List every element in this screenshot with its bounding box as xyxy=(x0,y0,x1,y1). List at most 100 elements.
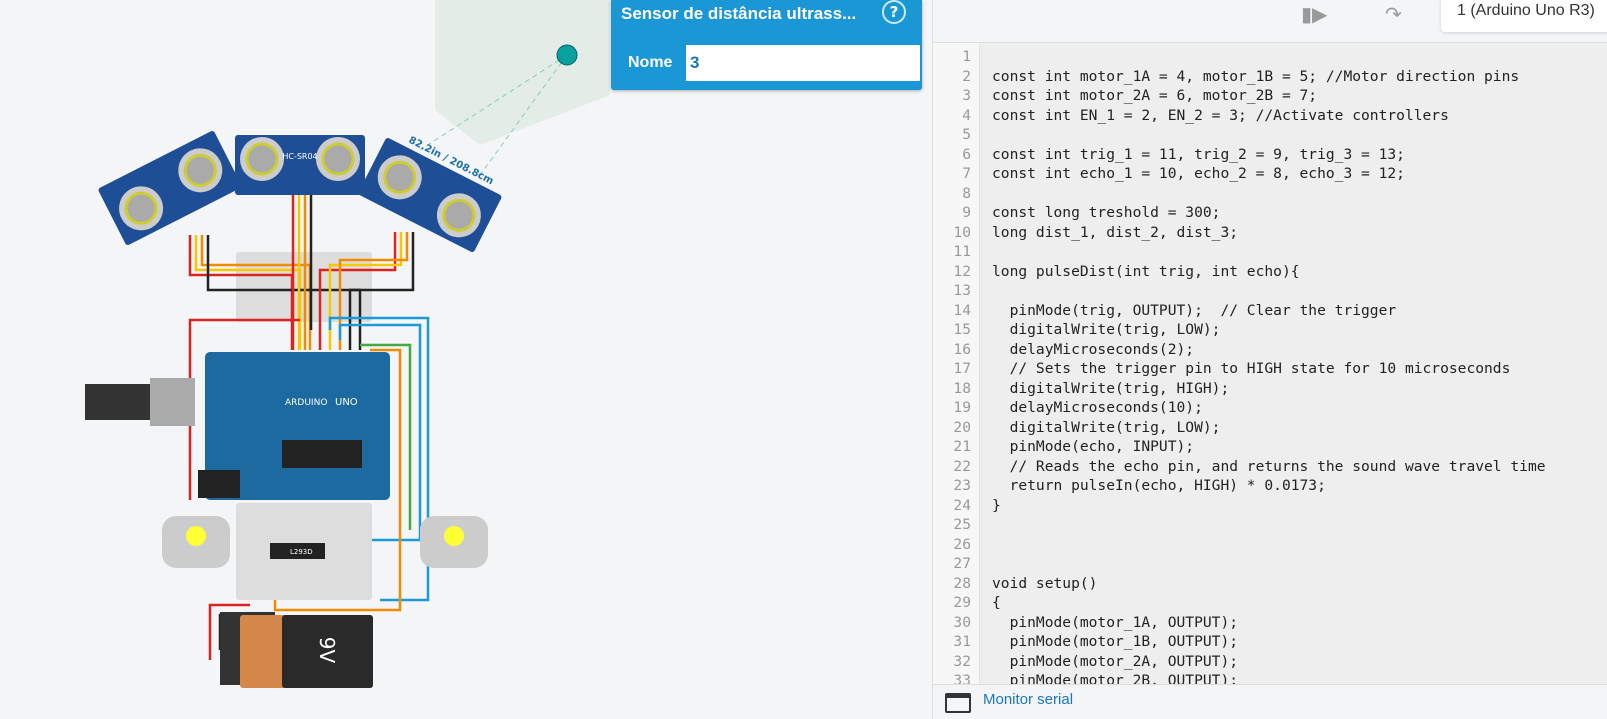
code-line[interactable]: 14 pinMode(trig, OUTPUT); // Clear the t… xyxy=(933,301,1607,321)
code-text[interactable]: pinMode(motor_2B, OUTPUT); xyxy=(992,672,1239,684)
code-text[interactable]: { xyxy=(992,594,1001,611)
editor-toolbar: ▮▶ ↷ 1 (Arduino Uno R3) xyxy=(933,0,1607,40)
help-icon[interactable]: ? xyxy=(882,0,906,24)
code-text[interactable]: pinMode(motor_2A, OUTPUT); xyxy=(992,652,1239,670)
code-text[interactable]: delayMicroseconds(10); xyxy=(992,399,1203,416)
code-text[interactable]: long dist_1, dist_2, dist_3; xyxy=(992,223,1239,241)
serial-monitor-icon xyxy=(945,693,971,713)
code-line[interactable]: 15 digitalWrite(trig, LOW); xyxy=(933,320,1607,340)
code-text[interactable]: const int trig_1 = 11, trig_2 = 9, trig_… xyxy=(992,145,1405,163)
circuit-canvas[interactable]: HC-SR04 82.2in / 208.8cm ARDUINO UNO L29… xyxy=(0,0,932,719)
ultrasonic-sensor-1[interactable] xyxy=(98,130,243,246)
code-text[interactable]: // Sets the trigger pin to HIGH state fo… xyxy=(992,360,1511,377)
restart-icon[interactable]: ↷ xyxy=(1385,2,1402,26)
line-number: 19 xyxy=(953,399,971,416)
code-text[interactable]: const long treshold = 300; xyxy=(992,204,1221,221)
code-text[interactable]: digitalWrite(trig, LOW); xyxy=(992,321,1221,338)
line-number: 15 xyxy=(953,321,971,338)
code-line[interactable]: 3 const int motor_2A = 6, motor_2B = 7; xyxy=(933,86,1607,106)
dc-motor-left[interactable] xyxy=(162,516,230,568)
code-line[interactable]: 20 digitalWrite(trig, LOW); xyxy=(933,418,1607,438)
sensor-label: HC-SR04 xyxy=(282,152,317,161)
line-number: 13 xyxy=(953,282,971,299)
popup-title: Sensor de distância ultrass... xyxy=(621,4,857,23)
code-line[interactable]: 24} xyxy=(933,496,1607,516)
line-number: 3 xyxy=(962,87,971,104)
code-text[interactable]: } xyxy=(992,496,1001,514)
code-line[interactable]: 11 xyxy=(933,242,1607,262)
code-line[interactable]: 12 long pulseDist(int trig, int echo){ xyxy=(933,262,1607,282)
serial-monitor-bar[interactable]: Monitor serial xyxy=(933,684,1607,719)
device-select[interactable]: 1 (Arduino Uno R3) xyxy=(1441,0,1607,32)
code-text[interactable]: const int motor_1A = 4, motor_1B = 5; //… xyxy=(992,67,1520,85)
code-line[interactable]: 29 { xyxy=(933,593,1607,613)
ultrasonic-sensor-3[interactable] xyxy=(358,137,503,253)
range-handle[interactable] xyxy=(556,44,578,66)
code-line[interactable]: 27 xyxy=(933,554,1607,574)
component-properties-popup: Sensor de distância ultrass... ? Nome xyxy=(611,0,922,90)
code-text[interactable]: pinMode(echo, INPUT); xyxy=(992,438,1195,455)
code-text[interactable]: pinMode(trig, OUTPUT); // Clear the trig… xyxy=(992,301,1397,319)
name-label: Nome xyxy=(618,45,686,81)
code-text[interactable]: digitalWrite(trig, HIGH); xyxy=(992,379,1230,397)
code-line[interactable]: 30 pinMode(motor_1A, OUTPUT); xyxy=(933,613,1607,633)
code-text[interactable]: return pulseIn(echo, HIGH) * 0.0173; xyxy=(992,477,1326,494)
serial-monitor-label[interactable]: Monitor serial xyxy=(983,691,1074,708)
code-line[interactable]: 16 delayMicroseconds(2); xyxy=(933,340,1607,360)
battery-9v[interactable]: 9V xyxy=(220,612,373,688)
code-line[interactable]: 18 digitalWrite(trig, HIGH); xyxy=(933,379,1607,399)
code-line[interactable]: 8 xyxy=(933,184,1607,204)
code-line[interactable]: 28 void setup() xyxy=(933,574,1607,594)
code-line[interactable]: 23 return pulseIn(echo, HIGH) * 0.0173; xyxy=(933,476,1607,496)
line-number: 12 xyxy=(953,262,971,280)
code-line[interactable]: 9 const long treshold = 300; xyxy=(933,203,1607,223)
line-number: 21 xyxy=(953,438,971,455)
code-text[interactable]: pinMode(motor_1A, OUTPUT); xyxy=(992,613,1239,631)
name-input[interactable] xyxy=(690,45,916,81)
code-line[interactable]: 22 // Reads the echo pin, and returns th… xyxy=(933,457,1607,477)
code-text[interactable]: long pulseDist(int trig, int echo){ xyxy=(992,262,1300,280)
ultrasonic-sensor-2[interactable]: HC-SR04 xyxy=(235,135,365,195)
code-text[interactable]: pinMode(motor_1B, OUTPUT); xyxy=(992,633,1239,650)
line-number: 30 xyxy=(953,613,971,631)
code-line[interactable]: 17 // Sets the trigger pin to HIGH state… xyxy=(933,359,1607,379)
line-number: 5 xyxy=(962,126,971,143)
code-text[interactable]: // Reads the echo pin, and returns the s… xyxy=(992,457,1546,475)
code-text[interactable]: const int EN_1 = 2, EN_2 = 3; //Activate… xyxy=(992,106,1449,124)
line-number: 8 xyxy=(962,184,971,202)
code-text[interactable]: const int motor_2A = 6, motor_2B = 7; xyxy=(992,87,1318,104)
step-forward-icon[interactable]: ▮▶ xyxy=(1301,2,1328,26)
code-line[interactable]: 31 pinMode(motor_1B, OUTPUT); xyxy=(933,632,1607,652)
code-line[interactable]: 33 pinMode(motor_2B, OUTPUT); xyxy=(933,671,1607,684)
line-gutter xyxy=(933,43,980,684)
line-number: 25 xyxy=(953,516,971,533)
code-line[interactable]: 21 pinMode(echo, INPUT); xyxy=(933,437,1607,457)
line-number: 27 xyxy=(953,555,971,572)
dc-motor-right[interactable] xyxy=(420,516,488,568)
code-line[interactable]: 6 const int trig_1 = 11, trig_2 = 9, trig… xyxy=(933,145,1607,165)
line-number: 28 xyxy=(953,574,971,592)
code-line[interactable]: 5 xyxy=(933,125,1607,145)
code-text[interactable]: const int echo_1 = 10, echo_2 = 8, echo_… xyxy=(992,165,1405,182)
line-number: 14 xyxy=(953,301,971,319)
code-line[interactable]: 19 delayMicroseconds(10); xyxy=(933,398,1607,418)
code-line[interactable]: 32 pinMode(motor_2A, OUTPUT); xyxy=(933,652,1607,672)
code-line[interactable]: 26 xyxy=(933,535,1607,555)
code-text[interactable]: void setup() xyxy=(992,574,1098,592)
code-line[interactable]: 13 xyxy=(933,281,1607,301)
line-number: 33 xyxy=(953,672,971,684)
code-line[interactable]: 1 xyxy=(933,47,1607,67)
code-text[interactable]: digitalWrite(trig, LOW); xyxy=(992,418,1221,436)
line-number: 29 xyxy=(953,594,971,611)
code-text[interactable]: delayMicroseconds(2); xyxy=(992,340,1195,358)
circuit-diagram[interactable]: HC-SR04 82.2in / 208.8cm ARDUINO UNO L29… xyxy=(0,0,932,719)
line-number: 6 xyxy=(962,145,971,163)
code-line[interactable]: 25 xyxy=(933,515,1607,535)
line-number: 9 xyxy=(962,204,971,221)
